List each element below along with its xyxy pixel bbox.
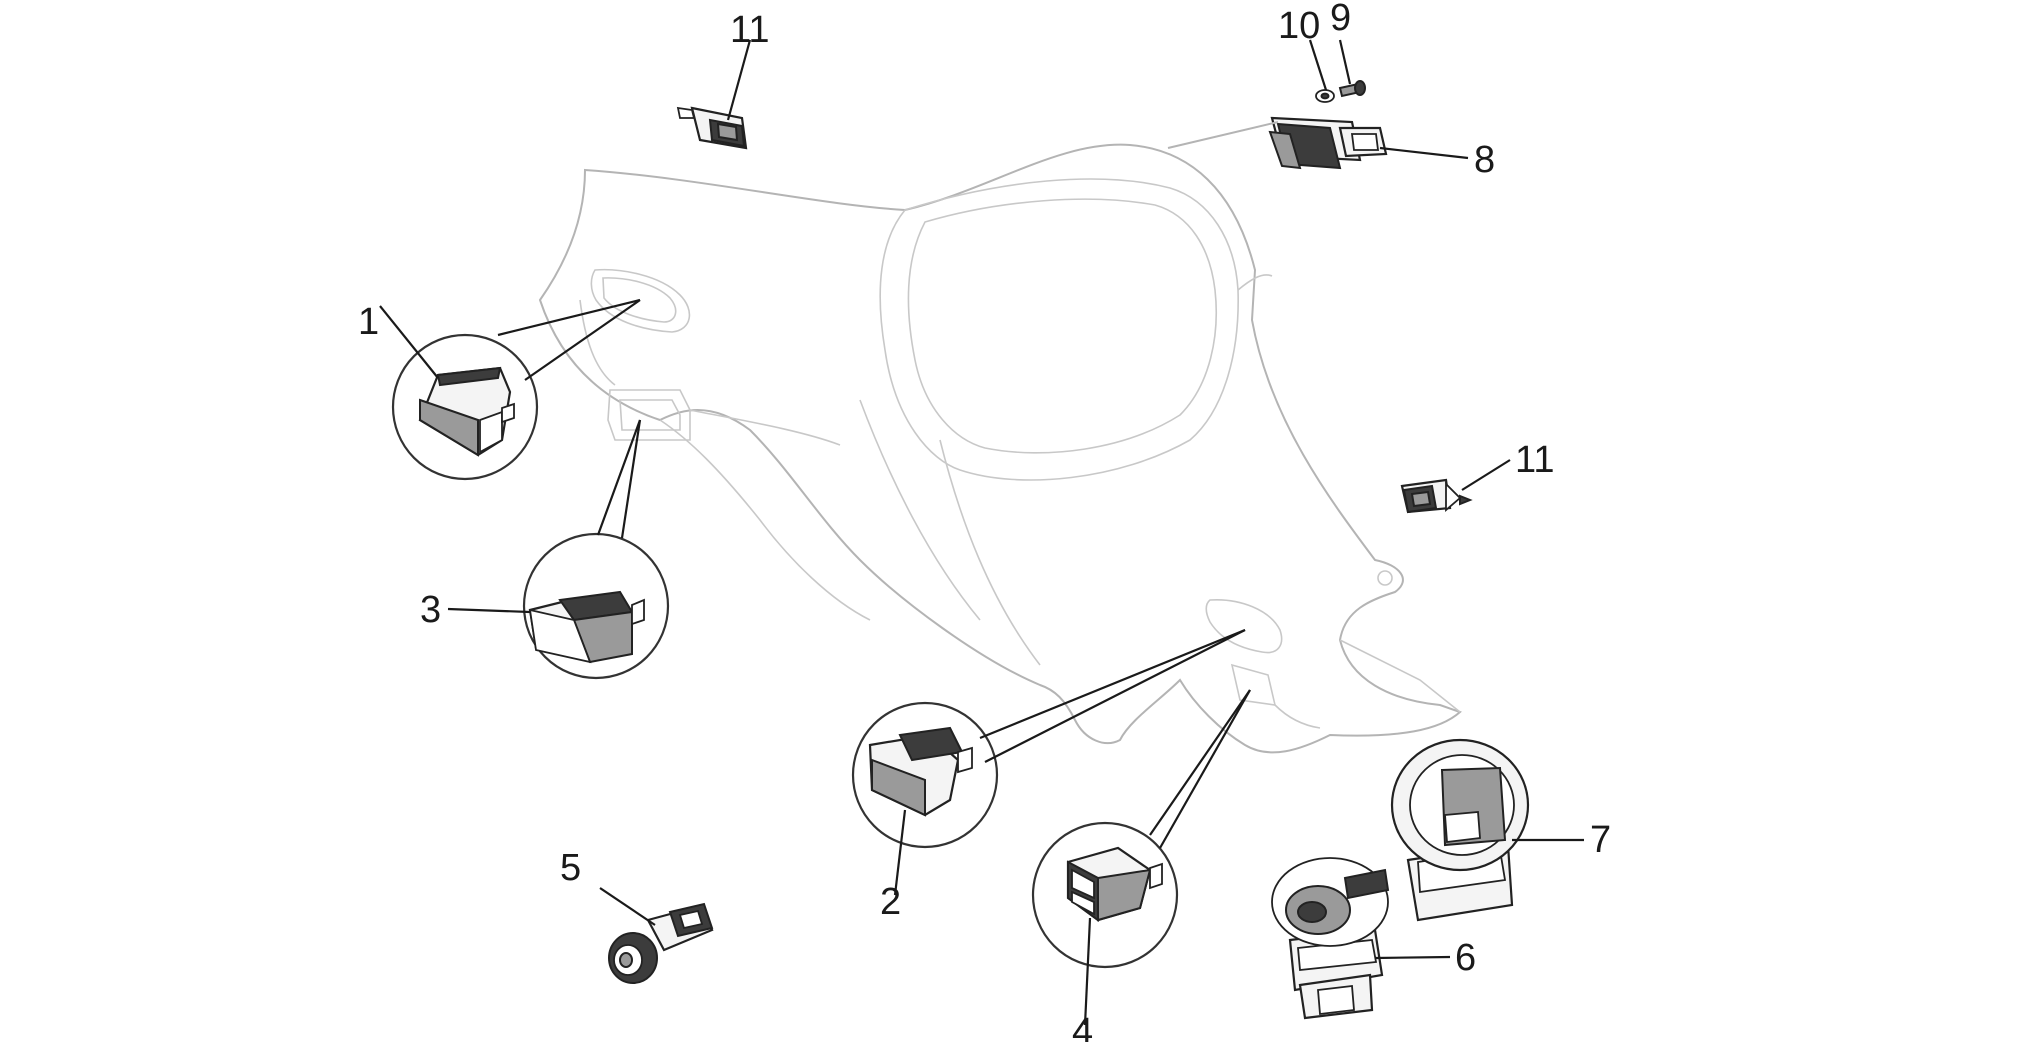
leader-1-to-recess-a	[497, 298, 641, 337]
leader-3-to-recess-b	[620, 419, 642, 539]
callout-11-top: 11	[730, 9, 769, 51]
leader-11-top	[726, 39, 752, 121]
leader-4-to-recess-b	[1159, 689, 1251, 849]
part-6-ignition-lock	[1271, 857, 1390, 1020]
part-4-switch-detail	[1031, 821, 1179, 969]
part-11-top-bulb-socket	[676, 106, 748, 150]
callout-5: 5	[560, 847, 581, 889]
leader-lines	[379, 39, 1584, 1026]
leader-5	[599, 887, 656, 926]
leader-11-right	[1461, 459, 1511, 491]
leader-2-to-recess-a	[979, 628, 1246, 740]
callout-8: 8	[1474, 139, 1495, 181]
leader-1-to-recess-b	[524, 299, 641, 381]
leader-6	[1374, 955, 1451, 960]
part-1-switch-detail	[391, 333, 539, 481]
callout-7: 7	[1590, 819, 1611, 861]
callout-1: 1	[358, 301, 379, 343]
leader-2-to-recess-b	[984, 629, 1246, 763]
callout-10: 10	[1278, 5, 1320, 47]
leader-3	[447, 607, 531, 614]
leader-4-to-recess-a	[1149, 689, 1251, 836]
part-5-ignition-button	[608, 902, 714, 984]
leader-1	[379, 305, 439, 379]
part-9-screw	[1338, 80, 1366, 98]
callout-9: 9	[1330, 0, 1351, 39]
leader-4	[1083, 917, 1092, 1026]
callout-2: 2	[880, 881, 901, 923]
leader-3-to-recess-a	[596, 419, 642, 536]
callout-4: 4	[1072, 1011, 1093, 1042]
part-7-lock-ring	[1390, 738, 1530, 922]
part-2-switch-detail	[851, 701, 999, 849]
part-11-right-bulb-socket	[1400, 478, 1473, 514]
leader-10	[1308, 39, 1328, 91]
part-8-relay	[1268, 116, 1388, 170]
relay-mount-line	[1167, 121, 1279, 149]
callout-6: 6	[1455, 937, 1476, 979]
callout-3: 3	[420, 589, 441, 631]
callout-labels: 11 10 9 8 11 1 3 2 4 5 6 7	[358, 0, 1611, 1042]
leader-8	[1379, 146, 1469, 160]
leader-2	[893, 809, 907, 896]
callout-11-right: 11	[1515, 439, 1554, 481]
leader-9	[1338, 39, 1352, 85]
handlebar-cover-shell	[538, 143, 1462, 754]
part-3-switch-detail	[522, 532, 670, 680]
part-10-washer	[1315, 89, 1335, 103]
